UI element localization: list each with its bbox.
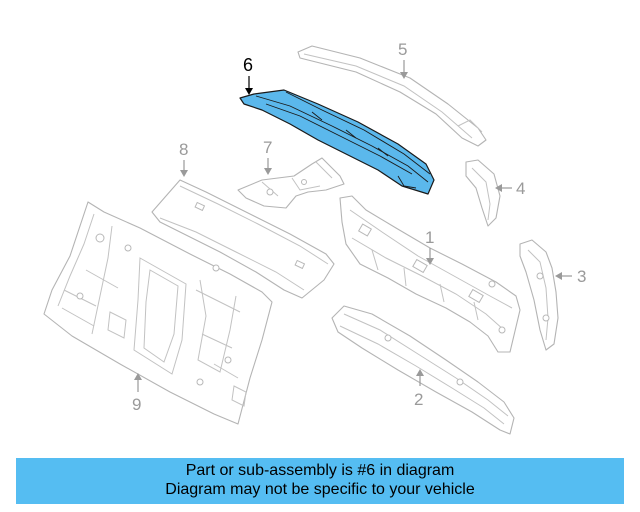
part-3[interactable] xyxy=(519,239,559,351)
info-banner: Part or sub-assembly is #6 in diagram Di… xyxy=(16,458,624,504)
leader-lines xyxy=(134,60,572,392)
part-8[interactable] xyxy=(151,179,335,299)
callout-6: 6 xyxy=(243,55,253,75)
part-6-highlighted[interactable] xyxy=(239,89,435,195)
callout-2: 2 xyxy=(414,390,423,409)
callout-5: 5 xyxy=(398,40,407,59)
part-7[interactable] xyxy=(237,157,345,209)
banner-line-2: Diagram may not be specific to your vehi… xyxy=(165,481,475,498)
part-4[interactable] xyxy=(465,159,501,227)
callout-3: 3 xyxy=(577,267,586,286)
part-1[interactable] xyxy=(339,195,521,353)
part-5[interactable] xyxy=(297,45,487,147)
callout-9: 9 xyxy=(132,395,141,414)
part-2[interactable] xyxy=(331,305,515,435)
callout-4: 4 xyxy=(516,179,525,198)
callout-7: 7 xyxy=(263,138,272,157)
banner-line-1: Part or sub-assembly is #6 in diagram xyxy=(185,462,455,479)
parts-diagram: 6 5 7 8 4 1 3 2 9 xyxy=(43,40,586,435)
callout-1: 1 xyxy=(425,228,434,247)
part-9[interactable] xyxy=(43,201,273,425)
callout-8: 8 xyxy=(179,140,188,159)
